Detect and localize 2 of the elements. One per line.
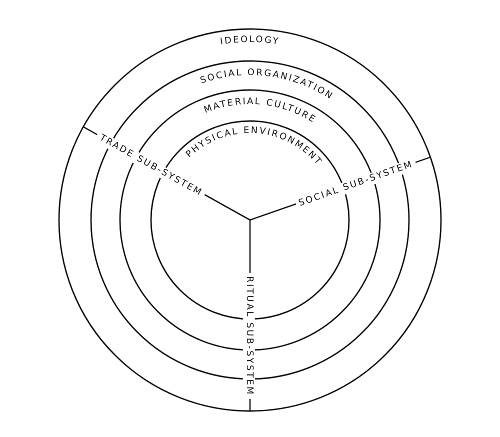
ring-label: IDEOLOGY	[220, 34, 280, 48]
subsystem-label: RITUAL SUB-SYSTEM	[244, 276, 254, 396]
